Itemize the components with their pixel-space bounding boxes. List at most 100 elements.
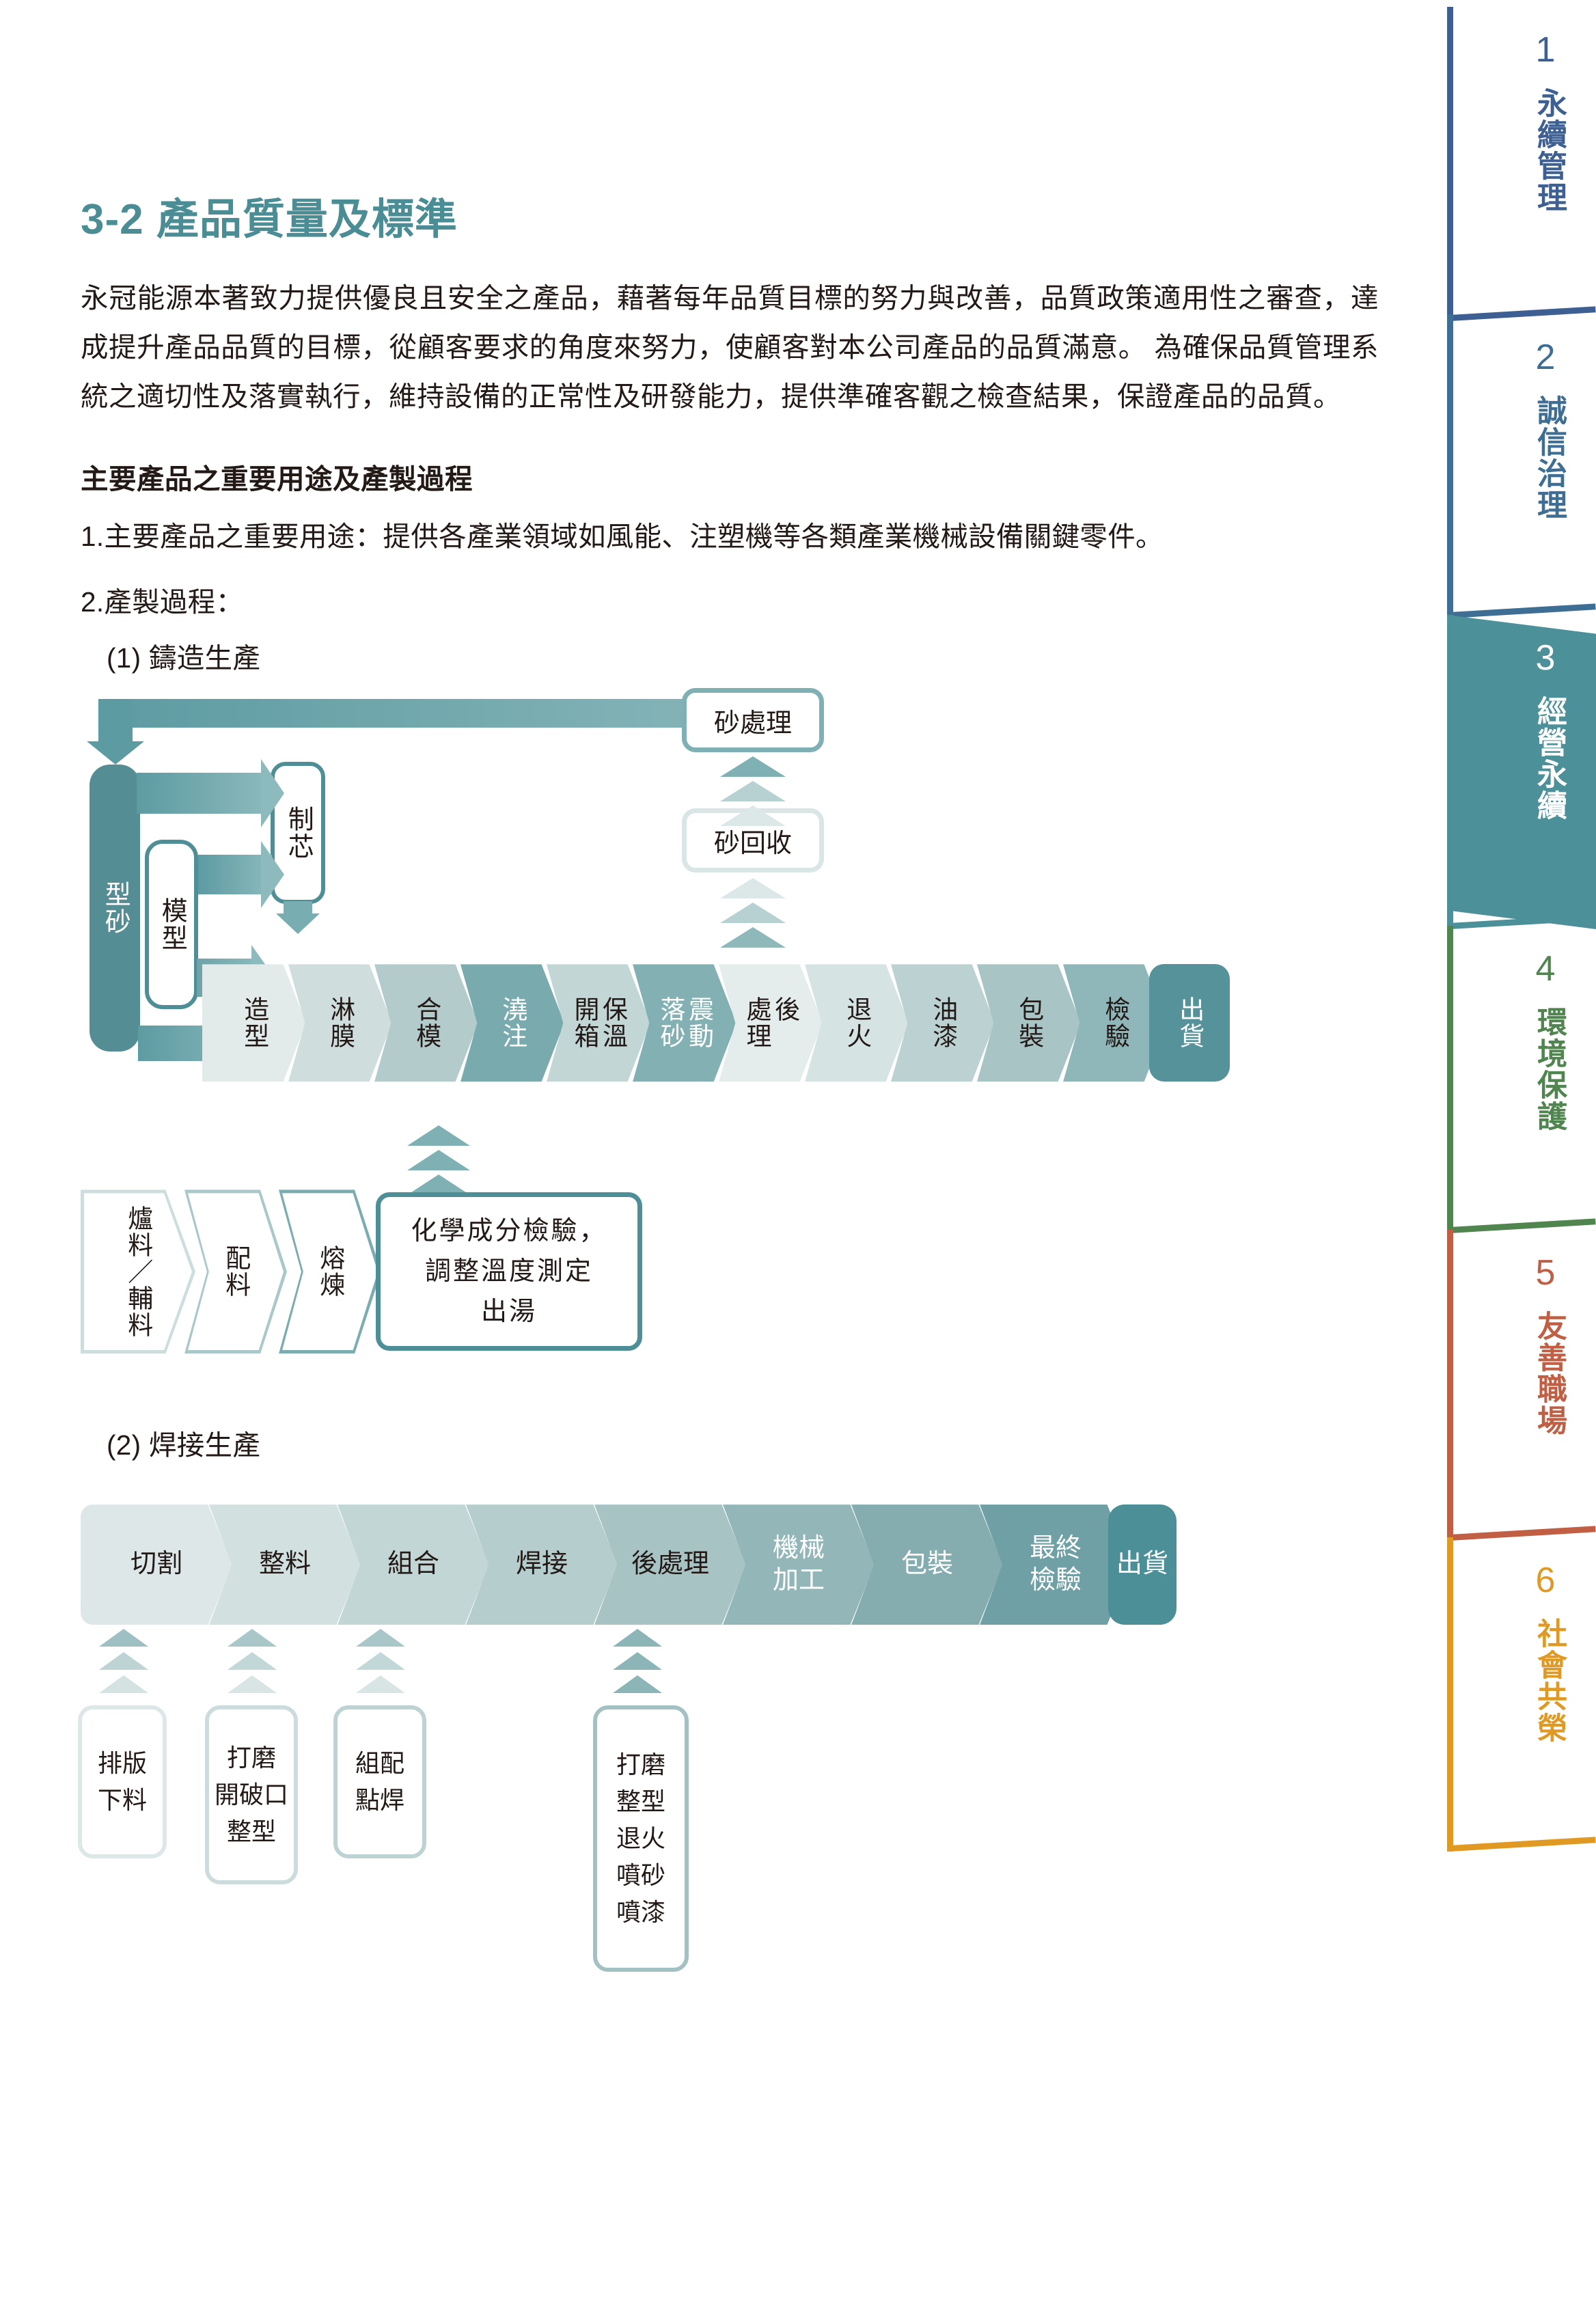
sidebar-accent-bar — [1447, 926, 1453, 1233]
welding-step: 切割 — [81, 1504, 232, 1625]
sidebar-accent-bar — [1447, 1537, 1453, 1852]
casting-step: 退火 — [805, 964, 909, 1082]
node-sand: 型砂 — [90, 765, 140, 1052]
sidebar-item-3[interactable]: 3 經營永續 — [1447, 615, 1596, 929]
sidebar-accent-bar — [1447, 314, 1453, 618]
casting-step-label: 澆注 — [498, 996, 527, 1050]
welding-step-label: 機械 加工 — [772, 1533, 825, 1595]
welding-substep-note: 排版 下料 — [78, 1705, 167, 1859]
node-sand-treatment-label: 砂處理 — [713, 709, 792, 738]
casting-step-label: 退火 — [842, 996, 871, 1050]
list-item-text: 產製過程： — [104, 586, 244, 618]
welding-step-label: 後處理 — [631, 1550, 709, 1579]
sidebar-accent-bar — [1447, 1230, 1453, 1541]
casting-step: 澆注 — [460, 964, 564, 1082]
casting-process-steps: 造型 淋膜 合模 澆注保溫 開箱震動 落砂後 處理退火 油漆包裝檢驗出貨 — [202, 964, 1230, 1082]
node-sand-treatment: 砂處理 — [682, 688, 824, 753]
welding-step: 機械 加工 — [723, 1504, 875, 1625]
casting-step-label: 造型 — [240, 996, 269, 1050]
sidebar-tab-shape — [1447, 615, 1596, 929]
sidebar-accent-bar — [1447, 7, 1453, 321]
sidebar-item-number: 3 — [1526, 638, 1565, 678]
sidebar-tab-shape — [1447, 1230, 1596, 1541]
casting-step: 震動 落砂 — [633, 964, 737, 1082]
casting-flow-diagram: 型砂 模型 制芯 砂處理 砂回收 — [81, 688, 1379, 1177]
welding-substep-note: 打磨 整型 退火 噴砂 噴漆 — [593, 1705, 689, 1973]
arrow-sand-to-core-head — [261, 759, 284, 828]
node-sand-label: 型砂 — [100, 881, 130, 936]
casting-step: 造型 — [202, 964, 306, 1082]
welding-step-label: 出貨 — [1116, 1550, 1168, 1579]
sidebar-item-1[interactable]: 1 永續管理 — [1447, 7, 1596, 321]
sidebar-item-label: 環境保護 — [1532, 1006, 1566, 1132]
chevron-arrows-up-welding — [221, 1629, 283, 1699]
welding-step-label: 整料 — [258, 1550, 311, 1579]
chevron-arrows-up-to-sand-recycle — [720, 878, 786, 952]
sidebar-tab-shape — [1447, 926, 1596, 1233]
melting-step: 爐料／輔料 — [81, 1190, 195, 1354]
casting-step-label: 後 處理 — [743, 996, 799, 1050]
melting-step: 熔煉 — [279, 1190, 381, 1354]
sidebar-item-5[interactable]: 5 友善職場 — [1447, 1230, 1596, 1541]
sidebar-tab-shape — [1447, 1537, 1596, 1852]
welding-step: 最終 檢驗 — [980, 1504, 1131, 1625]
welding-step-label: 包裝 — [900, 1550, 953, 1579]
casting-step: 包裝 — [977, 964, 1081, 1082]
sidebar-item-number: 1 — [1526, 30, 1565, 70]
sidebar-item-number: 5 — [1526, 1253, 1565, 1293]
casting-step-label: 合模 — [412, 996, 441, 1050]
arrow-mould-to-core-head — [261, 841, 284, 909]
arrow-core-down-head — [276, 913, 320, 935]
casting-step: 保溫 開箱 — [547, 964, 650, 1082]
casting-step: 油漆 — [891, 964, 995, 1082]
sidebar-item-label: 友善職場 — [1532, 1310, 1566, 1436]
sidebar-item-label: 誠信治理 — [1532, 395, 1566, 521]
welding-diagram-label: (2) 焊接生產 — [107, 1429, 261, 1461]
casting-step: 淋膜 — [288, 964, 392, 1082]
welding-substep-note: 打磨 開破口 整型 — [205, 1705, 298, 1885]
welding-step: 出貨 — [1108, 1504, 1177, 1625]
sidebar-item-label: 經營永續 — [1532, 696, 1566, 821]
list-item: 1. 主要產品之重要用途：提供各產業領域如風能、注塑機等各類產業機械設備關鍵零件… — [81, 514, 1379, 560]
casting-diagram-label: (1) 鑄造生產 — [107, 642, 261, 674]
list-item-number: 1. — [81, 521, 105, 553]
melting-step: 配料 — [184, 1190, 287, 1354]
chevron-arrows-up-to-pouring — [406, 1125, 471, 1199]
welding-flow-diagram: 切割 整料 組合 焊接 後處理 機械 加工 包裝最終 檢驗出貨 排版 下料打磨 開破口 整型… — [78, 1504, 1379, 1973]
sidebar-item-number: 6 — [1526, 1561, 1565, 1600]
section-subheading: 主要產品之重要用途及產製過程 — [81, 463, 473, 495]
welding-step: 後處理 — [594, 1504, 746, 1625]
sidebar-item-label: 永續管理 — [1532, 87, 1566, 213]
casting-step-label: 油漆 — [928, 996, 957, 1050]
welding-step-label: 組合 — [387, 1550, 439, 1579]
sand-return-bar — [98, 699, 693, 728]
welding-process-steps: 切割 整料 組合 焊接 後處理 機械 加工 包裝最終 檢驗出貨 — [81, 1504, 1177, 1625]
welding-step: 整料 — [209, 1504, 361, 1625]
melting-step-label: 爐料／輔料 — [124, 1205, 152, 1338]
content-column: 3-2 產品質量及標準 永冠能源本著致力提供優良且安全之產品，藉著每年品質目標的… — [78, 0, 1379, 1973]
node-mould: 模型 — [145, 840, 198, 1010]
welding-step: 焊接 — [466, 1504, 618, 1625]
numbered-list: 1. 主要產品之重要用途：提供各產業領域如風能、注塑機等各類產業機械設備關鍵零件… — [81, 514, 1379, 624]
welding-step-label: 切割 — [130, 1550, 182, 1579]
casting-step-label: 淋膜 — [326, 996, 355, 1050]
sand-return-stem — [98, 699, 133, 743]
node-sand-recycle-label: 砂回收 — [713, 829, 792, 858]
welding-step-label: 焊接 — [515, 1550, 568, 1579]
welding-step: 包裝 — [851, 1504, 1003, 1625]
casting-step-label: 保溫 開箱 — [570, 996, 627, 1050]
sidebar-accent-bar — [1447, 615, 1453, 929]
casting-step-label: 檢驗 — [1101, 996, 1129, 1050]
arrow-mould-to-core — [198, 855, 272, 895]
list-item: 2. 產製過程： — [81, 580, 1379, 625]
arrow-sand-to-core — [137, 773, 271, 814]
sidebar-item-number: 4 — [1526, 949, 1565, 989]
casting-step-label: 出貨 — [1175, 996, 1204, 1050]
list-item-text: 主要產品之重要用途：提供各產業領域如風能、注塑機等各類產業機械設備關鍵零件。 — [104, 521, 1164, 553]
sidebar-item-4[interactable]: 4 環境保護 — [1447, 926, 1596, 1233]
chevron-arrows-up-welding — [93, 1629, 154, 1699]
